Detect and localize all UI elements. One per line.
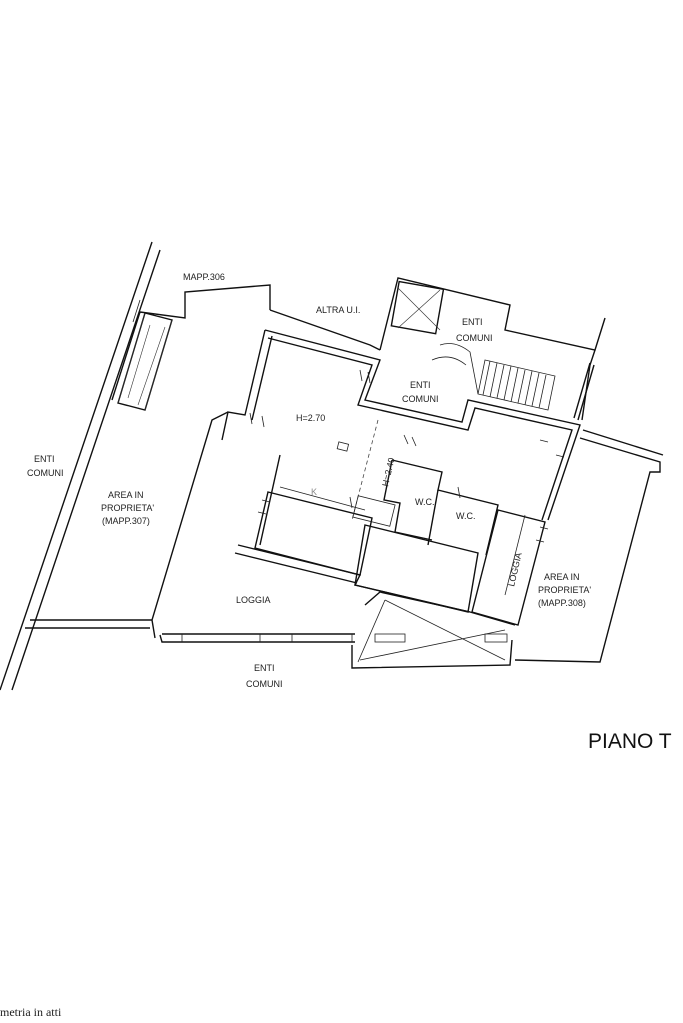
label-enti-comuni-stair-2: COMUNI <box>456 333 493 343</box>
label-area-307-1: AREA IN <box>108 490 144 500</box>
area-308-outline <box>351 429 664 669</box>
label-loggia-main: LOGGIA <box>236 595 271 605</box>
label-enti-comuni-bottom-2: COMUNI <box>246 679 283 689</box>
apartment-walls <box>221 329 581 626</box>
label-wc-2: W.C. <box>456 511 476 521</box>
label-wc-1: W.C. <box>415 497 435 507</box>
label-altra-ui: ALTRA U.I. <box>316 305 360 315</box>
label-height-corridor: H=2.40 <box>380 457 396 488</box>
label-area-308-1: AREA IN <box>544 572 580 582</box>
label-enti-comuni-hall-1: ENTI <box>410 380 431 390</box>
label-enti-comuni-left-1: ENTI <box>34 454 55 464</box>
left-boundary <box>0 241 161 691</box>
label-loggia-side: LOGGIA <box>506 552 524 588</box>
label-height-main: H=2.70 <box>296 413 325 423</box>
openings <box>249 369 565 543</box>
label-enti-comuni-bottom-1: ENTI <box>254 663 275 673</box>
label-area-307-3: (MAPP.307) <box>102 516 150 526</box>
staircase <box>431 343 556 411</box>
loggia-main-outline <box>151 411 355 643</box>
label-enti-comuni-hall-2: COMUNI <box>402 394 439 404</box>
footer-note: metria in atti <box>0 1005 62 1019</box>
area-307-outline <box>25 284 271 629</box>
stair-block <box>269 277 606 421</box>
label-kitchen: K <box>311 487 317 497</box>
floor-title: PIANO T <box>588 730 672 753</box>
label-area-308-2: PROPRIETA' <box>538 585 591 595</box>
label-enti-comuni-left-2: COMUNI <box>27 468 64 478</box>
label-area-308-3: (MAPP.308) <box>538 598 586 608</box>
label-area-307-2: PROPRIETA' <box>101 503 154 513</box>
label-enti-comuni-stair-1: ENTI <box>462 317 483 327</box>
label-mapp-306: MAPP.306 <box>183 272 225 282</box>
